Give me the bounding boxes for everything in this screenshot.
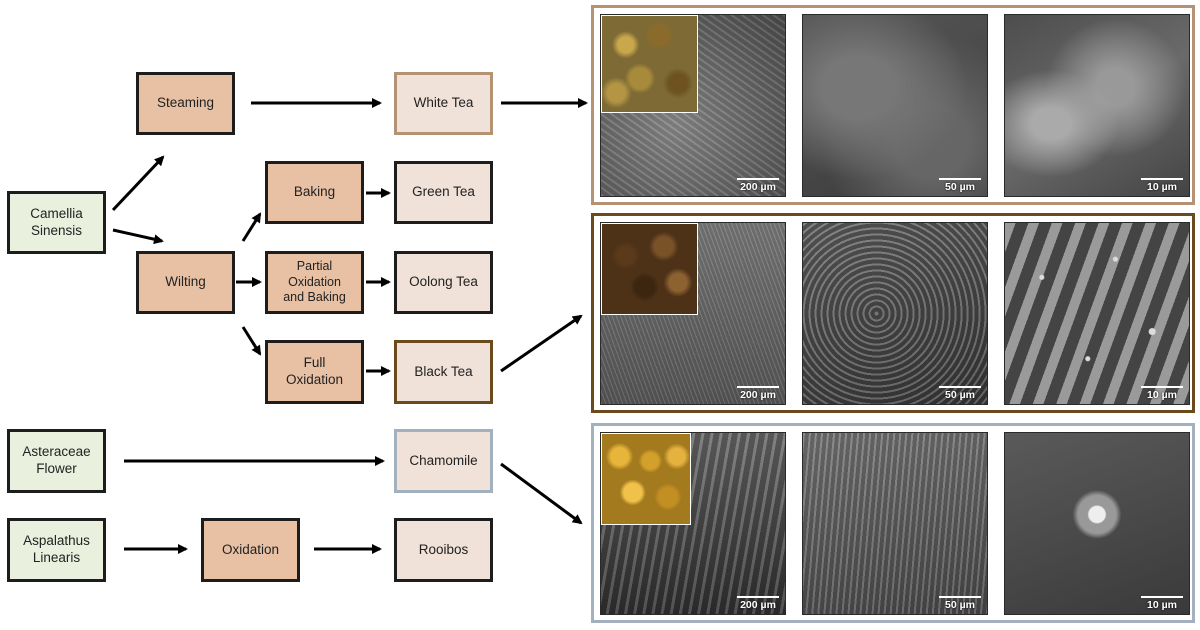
sem-panel-black-tea: 200 µm 50 µm 10 µm	[591, 213, 1195, 413]
process-steaming: Steaming	[136, 72, 235, 135]
process-baking: Baking	[265, 161, 364, 224]
sem-image-chamomile-low: 200 µm	[600, 432, 786, 615]
scale-bar-label: 50 µm	[939, 178, 981, 193]
sem-image-chamomile-high: 10 µm	[1004, 432, 1190, 615]
scale-bar-label: 200 µm	[737, 178, 779, 193]
process-oxidation: Oxidation	[201, 518, 300, 582]
product-chamomile: Chamomile	[394, 429, 493, 493]
photo-black-tea-leaves	[601, 223, 698, 315]
photo-chamomile-flowers	[601, 433, 691, 525]
scale-bar-label: 200 µm	[737, 596, 779, 611]
arrow-camellia-wilting	[112, 228, 164, 245]
arrow-black-panel	[500, 314, 583, 373]
product-oolong-tea: Oolong Tea	[394, 251, 493, 314]
product-green-tea: Green Tea	[394, 161, 493, 224]
scale-bar-label: 200 µm	[737, 386, 779, 401]
product-rooibos: Rooibos	[394, 518, 493, 582]
source-aspalathus-linearis: Aspalathus Linearis	[7, 518, 106, 582]
sem-panel-white-tea: 200 µm 50 µm 10 µm	[591, 5, 1195, 205]
sem-image-white-low: 200 µm	[600, 14, 786, 197]
source-camellia-sinensis: Camellia Sinensis	[7, 191, 106, 254]
process-full-oxidation: Full Oxidation	[265, 340, 364, 404]
sem-image-black-low: 200 µm	[600, 222, 786, 405]
source-asteraceae-flower: Asteraceae Flower	[7, 429, 106, 493]
scale-bar-label: 10 µm	[1141, 386, 1183, 401]
photo-white-tea-leaves	[601, 15, 698, 113]
product-white-tea: White Tea	[394, 72, 493, 135]
process-wilting: Wilting	[136, 251, 235, 314]
sem-image-chamomile-mid: 50 µm	[802, 432, 988, 615]
process-partial-oxidation-baking: Partial Oxidation and Baking	[265, 251, 364, 314]
product-black-tea: Black Tea	[394, 340, 493, 404]
scale-bar-label: 50 µm	[939, 386, 981, 401]
arrow-camellia-steaming	[111, 155, 165, 212]
arrow-wilting-full	[241, 326, 262, 356]
scale-bar-label: 50 µm	[939, 596, 981, 611]
arrow-wilting-baking	[241, 212, 262, 242]
sem-image-white-high: 10 µm	[1004, 14, 1190, 197]
scale-bar-label: 10 µm	[1141, 596, 1183, 611]
arrow-chamomile-panel	[500, 462, 583, 525]
sem-panel-chamomile: 200 µm 50 µm 10 µm	[591, 423, 1195, 623]
scale-bar-label: 10 µm	[1141, 178, 1183, 193]
sem-image-black-high: 10 µm	[1004, 222, 1190, 405]
sem-image-white-mid: 50 µm	[802, 14, 988, 197]
sem-image-black-mid: 50 µm	[802, 222, 988, 405]
